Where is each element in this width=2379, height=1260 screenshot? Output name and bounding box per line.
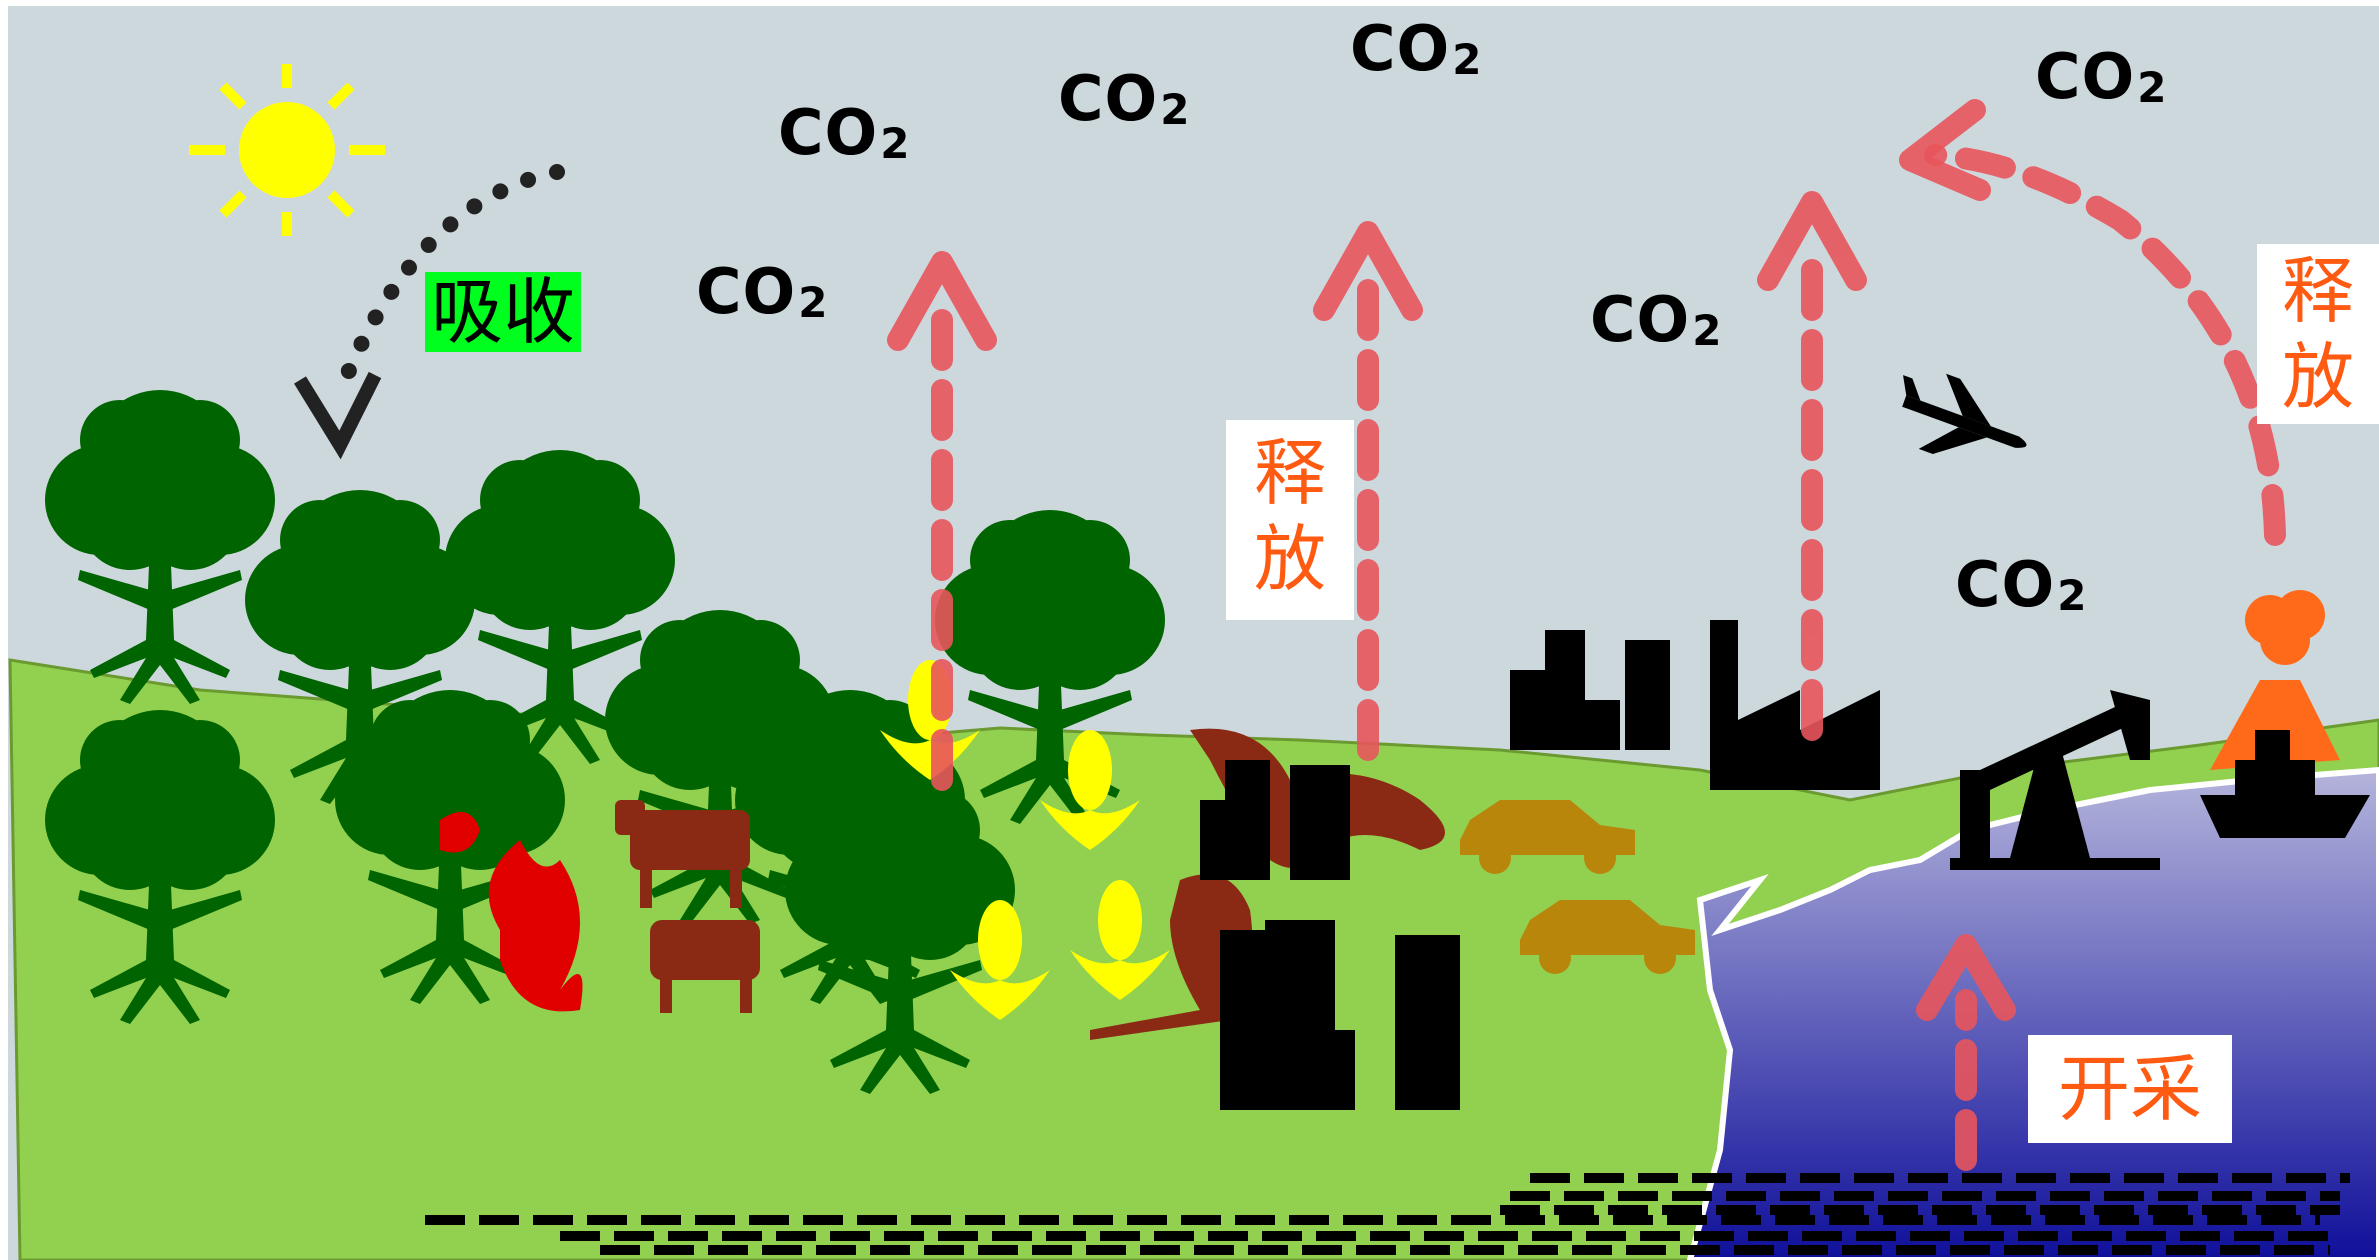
- sun-icon: [189, 64, 385, 236]
- airplane-icon: [1902, 373, 2027, 455]
- release-label-2-line2: 放: [2281, 335, 2354, 419]
- release-label-2: 释 放: [2257, 244, 2379, 424]
- release-label-2-line1: 释: [2281, 249, 2354, 333]
- volcano-icon: [2210, 590, 2340, 770]
- co2-label: CO2: [696, 255, 829, 328]
- city-buildings-icon: [1200, 630, 1670, 1110]
- release-arrow-icon: [931, 144, 2286, 1171]
- co2-label: CO2: [1350, 12, 1483, 85]
- co2-label: CO2: [1955, 548, 2088, 621]
- release-arrowhead-icon: [887, 99, 2016, 1021]
- co2-label: CO2: [1590, 283, 1723, 356]
- release-label-1: 释 放: [1226, 420, 1354, 620]
- ship-icon: [2200, 730, 2370, 838]
- co2-label: CO2: [1058, 62, 1191, 135]
- factory-icon: [1710, 620, 1880, 790]
- absorb-label: 吸收: [425, 272, 582, 352]
- co2-label: CO2: [2035, 40, 2168, 113]
- release-label-1-line1: 释: [1253, 431, 1326, 515]
- fire-icon: [440, 812, 583, 1012]
- oil-pump-icon: [1950, 690, 2160, 870]
- mining-label: 开采: [2028, 1035, 2232, 1143]
- oil-deposit-lines: [425, 1173, 2350, 1255]
- release-label-1-line2: 放: [1253, 517, 1326, 601]
- absorb-arrow-icon: [294, 164, 565, 460]
- co2-label: CO2: [778, 96, 911, 169]
- cattle-icon: [615, 800, 760, 1013]
